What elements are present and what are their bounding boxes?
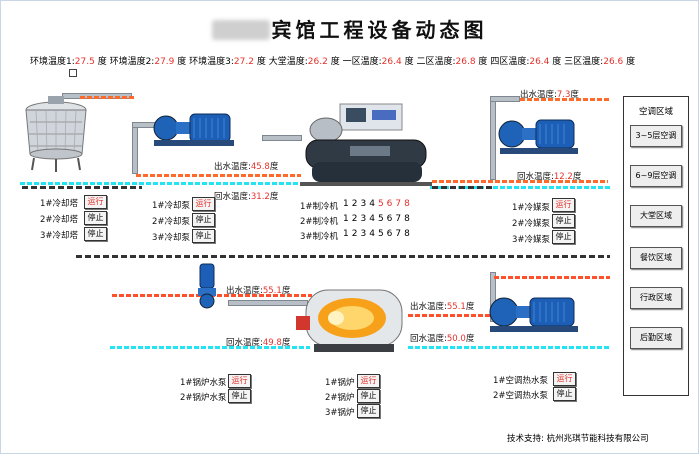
page-title: 宾馆工程设备动态图 — [0, 14, 699, 43]
zone-dining-button[interactable]: 餐饮区域 — [630, 247, 682, 269]
chilled-pump-1-label: 1#冷媒泵 — [512, 203, 551, 213]
boiler-1-status-button[interactable]: 运行 — [357, 374, 380, 388]
hot-pump-1-label: 1#空调热水泵 — [493, 376, 549, 386]
cooling-pump-2-status-button[interactable]: 停止 — [192, 213, 215, 227]
chilled-pump-1-status-button[interactable]: 运行 — [552, 198, 575, 212]
boiler-return-pipe — [110, 346, 310, 349]
chilled-pump-3-status-button[interactable]: 停止 — [552, 230, 575, 244]
chilled-top-pipe — [490, 96, 520, 102]
chiller-unit-icon — [300, 103, 432, 186]
chilled-return-cyan — [430, 186, 610, 189]
chilled-pump-2-label: 2#冷媒泵 — [512, 219, 551, 229]
chilled-out-pipe — [520, 98, 610, 101]
ac-zone-panel: 空调区域 3~5层空调 6~9层空调 大堂区域 餐饮区域 行政区域 后勤区域 — [623, 96, 689, 396]
tower-1-status-button[interactable]: 运行 — [84, 195, 107, 209]
hot-outlet-temp: 出水温度:55.1度 — [410, 302, 475, 312]
tower-3-label: 3#冷却塔 — [40, 231, 79, 241]
cooling-pump-2-label: 2#冷却泵 — [152, 217, 191, 227]
zone-lobby-button[interactable]: 大堂区域 — [630, 205, 682, 227]
hot-pump-2-status-button[interactable]: 停止 — [553, 387, 576, 401]
chilled-pump-3-label: 3#冷媒泵 — [512, 235, 551, 245]
tower-3-status-button[interactable]: 停止 — [84, 227, 107, 241]
boiler-pump-icon — [198, 263, 216, 309]
chiller-1-stages: 12345678 — [343, 199, 413, 209]
cooling-pump-3-label: 3#冷却泵 — [152, 233, 191, 243]
chilled-pump-icon — [498, 119, 578, 154]
condenser-pipe — [262, 135, 302, 141]
chilled-outlet-temp: 出水温度:7.3度 — [520, 90, 579, 100]
pump-riser — [132, 122, 138, 174]
boiler-icon — [296, 289, 403, 352]
boiler-3-status-button[interactable]: 停止 — [357, 404, 380, 418]
return-pipe-segment — [20, 182, 303, 185]
zone-admin-button[interactable]: 行政区域 — [630, 287, 682, 309]
cooling-pump-3-status-button[interactable]: 停止 — [192, 229, 215, 243]
boiler-3-label: 3#锅炉 — [325, 408, 355, 418]
footer-credit: 技术支持: 杭州兆琪节能科技有限公司 — [507, 434, 649, 444]
chiller-3-stages: 12345678 — [343, 229, 413, 239]
chiller-1-label: 1#制冷机 — [300, 202, 339, 212]
chiller-2-label: 2#制冷机 — [300, 217, 339, 227]
tower-1-label: 1#冷却塔 — [40, 199, 79, 209]
divider-dashed — [76, 255, 610, 258]
hot-pipe-segment — [80, 96, 136, 99]
tower-2-status-button[interactable]: 停止 — [84, 211, 107, 225]
chilled-return-pipe — [432, 180, 608, 183]
tower-2-label: 2#冷却塔 — [40, 215, 79, 225]
cooling-pump-1-label: 1#冷却泵 — [152, 201, 191, 211]
hot-top-pipe — [494, 276, 610, 279]
environment-temperature-bar: 环境温度1:27.5 度 环境温度2:27.9 度 环境温度3:27.2 度 大… — [30, 57, 636, 67]
cooling-pump-1-status-button[interactable]: 运行 — [192, 197, 215, 211]
pipe-shadow — [22, 186, 142, 189]
cooling-tower-icon — [25, 96, 87, 172]
cooling-return-temp: 回水温度:31.2度 — [214, 192, 279, 202]
zone-6-9-floor-button[interactable]: 6~9层空调 — [630, 165, 682, 187]
cooling-outlet-temp: 出水温度:45.8度 — [214, 162, 279, 172]
chiller-2-stages: 12345678 — [343, 214, 413, 224]
boiler-pump-2-status-button[interactable]: 停止 — [228, 389, 251, 403]
hot-return-temp: 回水温度:50.0度 — [410, 334, 475, 344]
chilled-return-temp: 回水温度:12.2度 — [517, 172, 582, 182]
select-checkbox[interactable] — [69, 69, 77, 77]
hot-out-pipe — [408, 314, 498, 317]
chilled-pump-2-status-button[interactable]: 停止 — [552, 214, 575, 228]
zone-3-5-floor-button[interactable]: 3~5层空调 — [630, 125, 682, 147]
chiller-3-label: 3#制冷机 — [300, 232, 339, 242]
boiler-2-label: 2#锅炉 — [325, 393, 355, 403]
blurred-title-prefix — [211, 20, 270, 40]
boiler-pump-1-label: 1#锅炉水泵 — [180, 378, 227, 388]
boiler-pump-1-status-button[interactable]: 运行 — [228, 374, 251, 388]
hot-riser — [490, 272, 496, 322]
pipe-shadow — [432, 186, 492, 189]
boiler-return-temp: 回水温度:49.8度 — [226, 338, 291, 348]
panel-title: 空调区域 — [638, 107, 673, 117]
cooling-pump-icon — [153, 113, 234, 146]
boiler-pump-2-label: 2#锅炉水泵 — [180, 393, 227, 403]
zone-logistics-button[interactable]: 后勤区域 — [630, 327, 682, 349]
boiler-outlet-temp: 出水温度:55.1度 — [226, 286, 291, 296]
hot-pump-2-label: 2#空调热水泵 — [493, 391, 549, 401]
boiler-1-label: 1#锅炉 — [325, 378, 355, 388]
hot-return-pipe — [408, 346, 610, 349]
hot-pipe-segment — [136, 174, 301, 177]
hot-pump-1-status-button[interactable]: 运行 — [553, 372, 576, 386]
hot-pump-icon — [489, 297, 578, 332]
boiler-2-status-button[interactable]: 停止 — [357, 389, 380, 403]
